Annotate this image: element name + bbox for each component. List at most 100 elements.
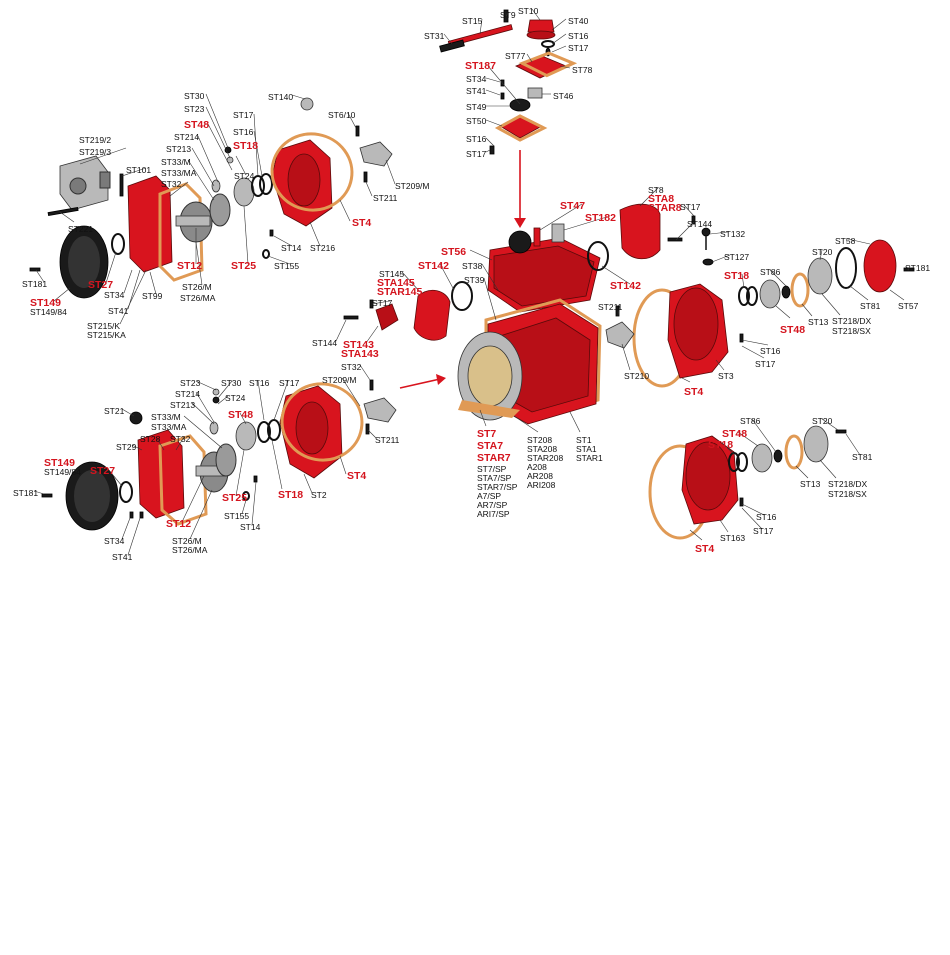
elbow-st8 [619, 203, 661, 260]
part-label-st4b: ST4 [684, 386, 703, 398]
washer-st86-b [773, 449, 783, 463]
part-label-st17f: ST17 [755, 359, 776, 369]
part-label-st81a: ST81 [860, 301, 881, 311]
part-label-st86a: ST86 [760, 267, 781, 277]
arrow-line-right [399, 378, 441, 389]
seal-st49 [509, 98, 531, 112]
gear-st33 [209, 193, 231, 227]
part-label-st33m_a: ST33/M [161, 157, 191, 167]
part-label-st26m_a: ST26/M [182, 282, 212, 292]
part-label-st50: ST50 [466, 116, 487, 126]
part-label-st127: ST127 [724, 252, 749, 262]
part-label-st86b: ST86 [740, 416, 761, 426]
screw-st34-c [129, 511, 134, 519]
screw-st144-b [667, 237, 683, 242]
oring-st81 [835, 247, 857, 289]
part-label-ar7sp: AR7/SP [477, 500, 508, 510]
part-label-st144b: ST144 [687, 219, 712, 229]
cap-st58 [863, 239, 897, 293]
top-valve-assembly [439, 9, 578, 155]
part-label-st7: ST7 [477, 428, 496, 440]
part-label-sta7sp: STA7/SP [477, 473, 512, 483]
part-label-st25a: ST25 [231, 260, 256, 272]
gear-housing-face-b [295, 401, 329, 455]
part-label-st81b: ST81 [852, 452, 873, 462]
part-label-st17g: ST17 [279, 378, 300, 388]
part-label-st25b: ST25 [222, 492, 247, 504]
screw-st181 [29, 267, 41, 272]
ball-st23-b [212, 388, 220, 396]
screw-st211-c [365, 423, 370, 435]
part-label-st26m_b: ST26/M [172, 536, 202, 546]
part-label-st215k: ST215/K [87, 321, 120, 331]
part-label-st149b: ST149 [44, 457, 75, 469]
oring-st142-left [451, 281, 473, 311]
cover-st218 [807, 257, 833, 295]
washer-st86 [781, 285, 791, 299]
ball-st47 [508, 230, 532, 254]
part-label-st221: ST221 [68, 224, 93, 234]
part-label-st13b: ST13 [800, 479, 821, 489]
part-label-star7: STAR7 [477, 452, 511, 464]
part-label-star8: STAR8 [648, 202, 682, 214]
gear-st219 [99, 171, 111, 189]
part-label-st211c: ST211 [375, 435, 400, 445]
ball-st30-b [212, 396, 220, 404]
part-label-st211b: ST211 [598, 302, 623, 312]
part-label-st49: ST49 [466, 102, 487, 112]
part-label-st58: ST58 [835, 236, 856, 246]
part-label-st3: ST3 [718, 371, 734, 381]
part-label-sta208: STA208 [527, 444, 557, 454]
part-label-st143: ST143 [343, 339, 374, 351]
part-label-st17d: ST17 [372, 298, 393, 308]
part-label-st8: ST8 [648, 185, 664, 195]
part-label-st30a: ST30 [184, 91, 205, 101]
part-label-st16e: ST16 [249, 378, 270, 388]
part-label-st214b: ST214 [175, 389, 200, 399]
part-label-st13a: ST13 [808, 317, 829, 327]
top-cover-fins [493, 245, 595, 307]
pin-st6-10 [355, 125, 360, 137]
part-label-st145: ST145 [379, 269, 404, 279]
part-label-st33m_b: ST33/M [151, 412, 181, 422]
bearing-st213 [211, 179, 221, 193]
part-label-st99: ST99 [142, 291, 163, 301]
coupling-st209-b [363, 397, 397, 423]
part-label-st215ka: ST215/KA [87, 330, 126, 340]
screw-st211 [363, 171, 368, 183]
oring-st18-f [728, 452, 740, 472]
part-label-st218dx_a: ST218/DX [832, 316, 872, 326]
part-label-st12a: ST12 [177, 260, 202, 272]
part-label-st18d: ST18 [708, 439, 733, 451]
top-left-gearbox [29, 97, 393, 299]
part-label-st30b: ST30 [221, 378, 242, 388]
part-label-st17h: ST17 [753, 526, 774, 536]
part-label-st21: ST21 [104, 406, 125, 416]
part-label-st2: ST2 [311, 490, 327, 500]
part-label-st16d: ST16 [760, 346, 781, 356]
part-label-st48d: ST48 [722, 428, 747, 440]
part-label-st208: ST208 [527, 435, 552, 445]
part-label-st20b: ST20 [812, 416, 833, 426]
part-label-st24a: ST24 [234, 171, 255, 181]
bolt-st221 [47, 206, 79, 217]
part-label-ar208: AR208 [527, 471, 553, 481]
right-end-cover [605, 227, 915, 388]
part-label-a7sp: A7/SP [477, 491, 501, 501]
part-label-st4c: ST4 [347, 470, 366, 482]
gear-st33-b [215, 443, 237, 477]
screw-st32-b [369, 379, 374, 391]
part-label-st23a: ST23 [184, 104, 205, 114]
part-label-st155a: ST155 [274, 261, 299, 271]
bracket-bore [69, 177, 87, 195]
part-label-st32b: ST32 [341, 362, 362, 372]
part-label-st142b: ST142 [610, 280, 641, 292]
left-elbow-assembly [343, 281, 473, 341]
part-label-st9: ST9 [500, 10, 516, 20]
gasket-st4-c [280, 382, 364, 462]
part-label-st33ma_a: ST33/MA [161, 168, 197, 178]
part-label-st56: ST56 [441, 246, 466, 258]
part-label-st210: ST210 [624, 371, 649, 381]
part-label-st18c: ST18 [278, 489, 303, 501]
